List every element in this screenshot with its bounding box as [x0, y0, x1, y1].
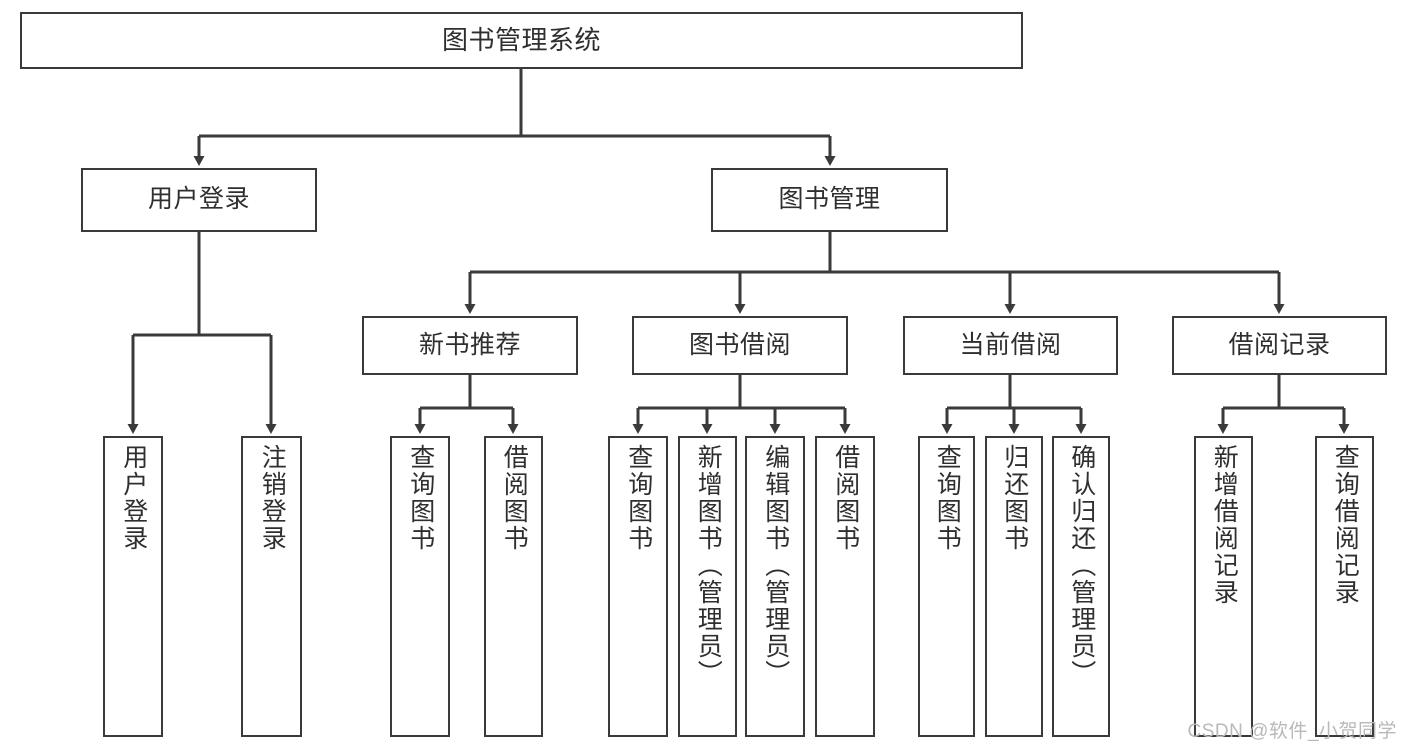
node-leaf-borrow-book-1-label: 借阅图书: [500, 444, 529, 552]
node-book-borrow[interactable]: 图书借阅: [632, 316, 848, 375]
node-leaf-borrow-book-1[interactable]: 借阅图书: [484, 436, 543, 737]
node-new-book-recommend[interactable]: 新书推荐: [362, 316, 578, 375]
node-user-login-label: 用户登录: [147, 185, 250, 214]
node-book-borrow-label: 图书借阅: [688, 330, 791, 359]
node-leaf-user-logout-label: 注销登录: [258, 444, 287, 552]
node-leaf-user-logout[interactable]: 注销登录: [241, 436, 302, 737]
node-borrow-record[interactable]: 借阅记录: [1172, 316, 1387, 375]
node-leaf-query-book-3-label: 查询图书: [933, 444, 962, 552]
node-leaf-borrow-book-2-label: 借阅图书: [831, 444, 860, 552]
node-root[interactable]: 图书管理系统: [20, 12, 1023, 69]
node-leaf-edit-book-admin-label: 编辑图书（管理员）: [761, 444, 790, 687]
node-current-borrow-label: 当前借阅: [959, 330, 1062, 359]
node-leaf-return-book[interactable]: 归还图书: [985, 436, 1043, 737]
node-borrow-record-label: 借阅记录: [1228, 330, 1331, 359]
node-book-management-label: 图书管理: [778, 185, 881, 214]
watermark: CSDN @软件_小贺同学: [1187, 721, 1397, 742]
node-root-label: 图书管理系统: [441, 25, 601, 56]
node-leaf-confirm-return-admin-label: 确认归还（管理员）: [1067, 444, 1096, 687]
node-leaf-query-book-1-label: 查询图书: [406, 444, 435, 552]
node-leaf-query-borrow-record[interactable]: 查询借阅记录: [1315, 436, 1374, 737]
node-leaf-borrow-book-2[interactable]: 借阅图书: [815, 436, 875, 737]
node-book-management[interactable]: 图书管理: [711, 168, 948, 232]
node-current-borrow[interactable]: 当前借阅: [903, 316, 1118, 375]
node-user-login[interactable]: 用户登录: [81, 168, 317, 232]
node-leaf-query-borrow-record-label: 查询借阅记录: [1331, 444, 1360, 606]
node-leaf-add-book-admin-label: 新增图书（管理员）: [694, 444, 723, 687]
node-new-book-recommend-label: 新书推荐: [418, 330, 521, 359]
node-leaf-add-book-admin[interactable]: 新增图书（管理员）: [678, 436, 737, 737]
node-leaf-query-book-3[interactable]: 查询图书: [918, 436, 975, 737]
node-leaf-user-login-label: 用户登录: [119, 444, 148, 552]
node-leaf-add-borrow-record-label: 新增借阅记录: [1210, 444, 1239, 606]
node-leaf-return-book-label: 归还图书: [1000, 444, 1029, 552]
node-leaf-query-book-1[interactable]: 查询图书: [390, 436, 450, 737]
node-leaf-add-borrow-record[interactable]: 新增借阅记录: [1194, 436, 1253, 737]
node-leaf-edit-book-admin[interactable]: 编辑图书（管理员）: [745, 436, 805, 737]
node-leaf-query-book-2[interactable]: 查询图书: [608, 436, 668, 737]
node-leaf-user-login[interactable]: 用户登录: [103, 436, 163, 737]
node-leaf-confirm-return-admin[interactable]: 确认归还（管理员）: [1052, 436, 1110, 737]
node-leaf-query-book-2-label: 查询图书: [624, 444, 653, 552]
